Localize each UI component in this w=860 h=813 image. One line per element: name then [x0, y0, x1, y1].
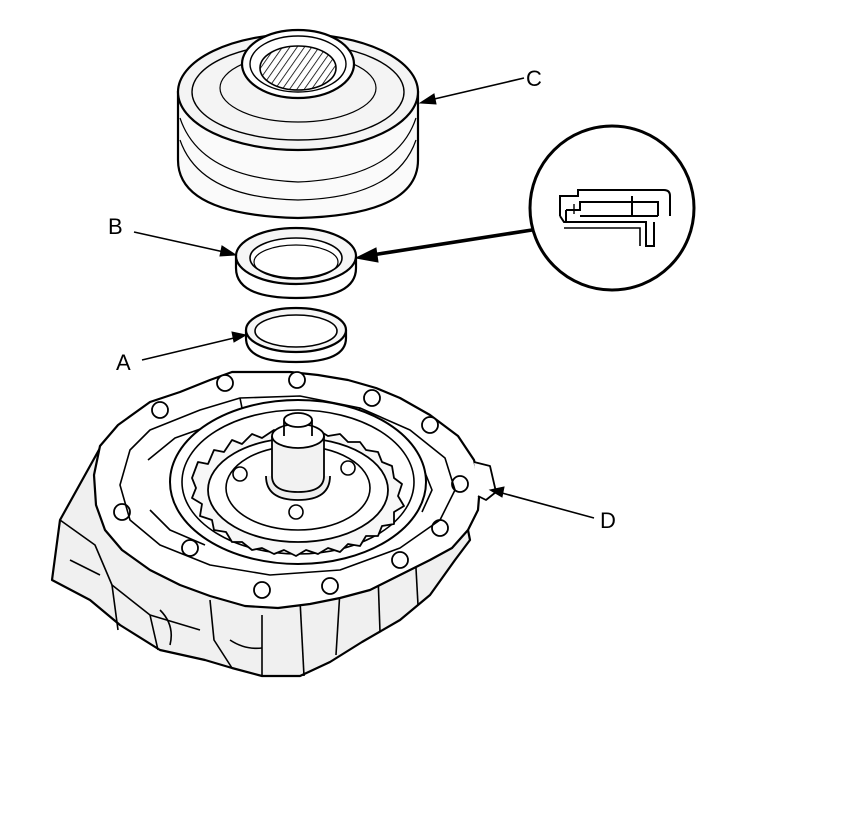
label-d: D [600, 508, 616, 533]
leader-lines [133, 77, 595, 519]
label-c: C [526, 66, 542, 91]
part-a-ring [244, 306, 348, 364]
label-a: A [116, 350, 131, 375]
label-b: B [108, 214, 123, 239]
part-b-washer [234, 226, 358, 300]
detail-callout [528, 124, 696, 292]
part-d-housing [50, 370, 497, 678]
part-c-drum [176, 28, 420, 220]
